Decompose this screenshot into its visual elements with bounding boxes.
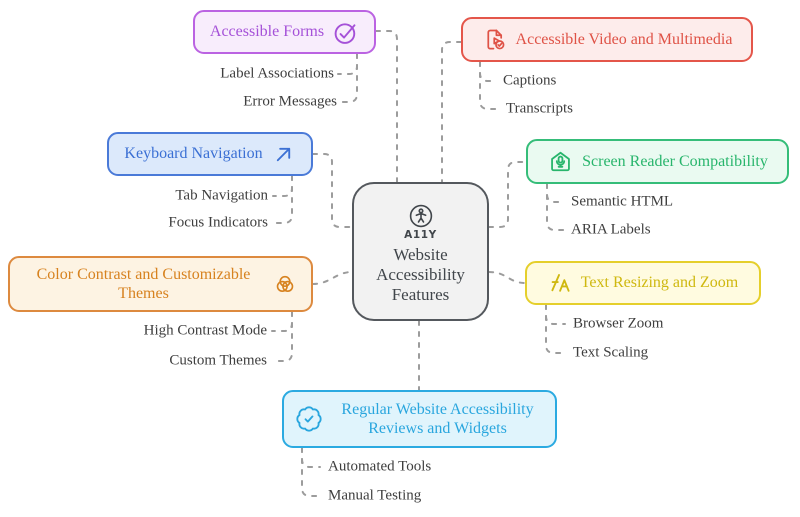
sub-item-semantic-html: Semantic HTML xyxy=(571,193,674,210)
arrow-up-right-icon xyxy=(271,142,296,167)
edge-aria-labels xyxy=(546,183,565,231)
sub-item-transcripts: Transcripts xyxy=(506,100,573,117)
branch-node-accessible-forms: Accessible Forms xyxy=(193,10,376,54)
branch-label-accessible-forms: Accessible Forms xyxy=(209,23,325,41)
branch-node-accessible-video: Accessible Video and Multimedia xyxy=(461,17,753,62)
edge-captions xyxy=(479,61,498,82)
edge-focus-indicators xyxy=(272,175,293,224)
edge-accessible-forms xyxy=(375,30,398,183)
branch-label-regular-reviews: Regular Website Accessibility Reviews an… xyxy=(341,400,534,437)
sub-item-custom-themes: Custom Themes xyxy=(169,352,267,369)
sub-item-text-scaling: Text Scaling xyxy=(573,344,649,361)
branch-node-screen-reader: Screen Reader Compatibility xyxy=(526,139,789,184)
edge-error-messages xyxy=(340,53,358,103)
edge-automated-tools xyxy=(301,447,321,468)
branch-label-accessible-video: Accessible Video and Multimedia xyxy=(515,30,733,48)
edge-keyboard-navigation xyxy=(312,153,353,228)
accessibility-icon xyxy=(408,203,434,229)
sub-item-automated-tools: Automated Tools xyxy=(328,458,432,475)
branch-label-color-contrast: Color Contrast and Customizable Themes xyxy=(36,265,251,302)
edge-manual-testing xyxy=(301,447,321,497)
branch-node-color-contrast: Color Contrast and Customizable Themes xyxy=(8,256,313,312)
edge-semantic-html xyxy=(546,183,565,203)
font-size-icon xyxy=(548,271,573,296)
edge-accessible-video xyxy=(441,41,462,183)
edge-tab-navigation xyxy=(272,175,293,197)
branch-node-text-resizing: Text Resizing and Zoom xyxy=(525,261,761,305)
edge-high-contrast-mode xyxy=(271,311,293,332)
sub-item-aria-labels: ARIA Labels xyxy=(571,221,651,238)
video-file-check-icon xyxy=(482,27,508,53)
sub-item-tab-navigation: Tab Navigation xyxy=(175,187,268,204)
edge-custom-themes xyxy=(271,311,293,362)
edge-transcripts xyxy=(479,61,501,110)
edge-color-contrast xyxy=(312,271,353,285)
venn-diagram-icon xyxy=(272,271,298,297)
a11y-badge: A11Y xyxy=(404,228,437,241)
branch-node-regular-reviews: Regular Website Accessibility Reviews an… xyxy=(282,390,557,448)
branch-label-text-resizing: Text Resizing and Zoom xyxy=(580,274,739,292)
sub-item-error-messages: Error Messages xyxy=(243,93,337,110)
edge-text-resizing xyxy=(488,271,526,284)
check-circle-icon xyxy=(332,19,359,46)
branch-label-screen-reader: Screen Reader Compatibility xyxy=(582,152,768,170)
sub-item-label-associations: Label Associations xyxy=(220,65,334,82)
home-microphone-icon xyxy=(547,148,574,175)
center-node: A11Y Website Accessibility Features xyxy=(352,182,489,321)
edge-text-scaling xyxy=(545,304,566,354)
sub-item-manual-testing: Manual Testing xyxy=(328,487,422,504)
edge-label-associations xyxy=(337,53,358,75)
branch-label-keyboard-navigation: Keyboard Navigation xyxy=(124,145,263,163)
edge-screen-reader xyxy=(488,161,527,228)
center-title: Website Accessibility Features xyxy=(376,245,465,304)
sub-item-browser-zoom: Browser Zoom xyxy=(573,315,664,332)
sub-item-captions: Captions xyxy=(503,72,557,89)
sub-item-focus-indicators: Focus Indicators xyxy=(168,214,268,231)
edge-browser-zoom xyxy=(545,304,566,325)
sub-item-high-contrast-mode: High Contrast Mode xyxy=(143,322,267,339)
branch-node-keyboard-navigation: Keyboard Navigation xyxy=(107,132,313,176)
badge-check-icon xyxy=(295,405,323,433)
